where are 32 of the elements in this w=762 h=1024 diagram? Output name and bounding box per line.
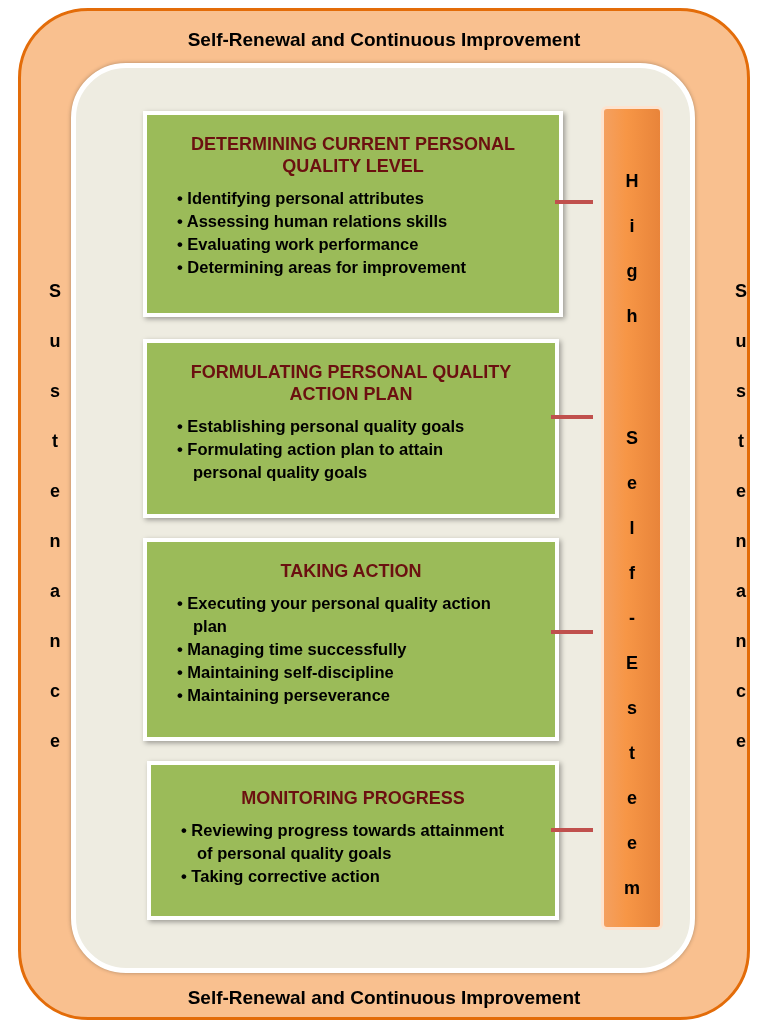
step-box bbox=[143, 111, 563, 317]
bullet-item: • Taking corrective action bbox=[181, 866, 381, 887]
bullet-item: • Establishing personal quality goals bbox=[177, 416, 466, 437]
bullet-item: • Reviewing progress towards attainment of personal quality goals bbox=[181, 820, 505, 864]
vertical-label: High Self-Esteem bbox=[621, 171, 643, 923]
bullet-item: • Formulating action plan to attain personal quality goals bbox=[177, 439, 445, 483]
vertical-label: Sustenance bbox=[44, 281, 66, 781]
step-box bbox=[147, 761, 559, 920]
box-heading: DETERMINING CURRENT PERSONAL QUALITY LEVEL bbox=[190, 133, 516, 177]
connector-line bbox=[551, 415, 593, 419]
vertical-bar bbox=[601, 106, 663, 930]
box-heading: TAKING ACTION bbox=[279, 560, 423, 582]
frame-title: Self-Renewal and Continuous Improvement bbox=[186, 29, 582, 51]
bullet-item: • Executing your personal quality action plan bbox=[177, 593, 492, 637]
connector-line bbox=[551, 630, 593, 634]
outer-frame bbox=[18, 8, 750, 1020]
bullet-item: • Evaluating work performance bbox=[177, 234, 420, 255]
inner-panel bbox=[71, 63, 695, 973]
connector-line bbox=[555, 200, 593, 204]
vertical-label: Sustenance bbox=[730, 281, 752, 781]
bullet-item: • Maintaining self-discipline bbox=[177, 662, 395, 683]
bullet-item: • Assessing human relations skills bbox=[177, 211, 449, 232]
step-box bbox=[143, 538, 559, 741]
bullet-item: • Identifying personal attributes bbox=[177, 188, 425, 209]
bullet-item: • Managing time successfully bbox=[177, 639, 408, 660]
box-heading: FORMULATING PERSONAL QUALITY ACTION PLAN bbox=[189, 361, 513, 405]
box-heading: MONITORING PROGRESS bbox=[240, 787, 466, 809]
bullet-item: • Determining areas for improvement bbox=[177, 257, 468, 278]
bullet-item: • Maintaining perseverance bbox=[177, 685, 392, 706]
connector-line bbox=[551, 828, 593, 832]
step-box bbox=[143, 339, 559, 518]
frame-title: Self-Renewal and Continuous Improvement bbox=[186, 987, 582, 1009]
